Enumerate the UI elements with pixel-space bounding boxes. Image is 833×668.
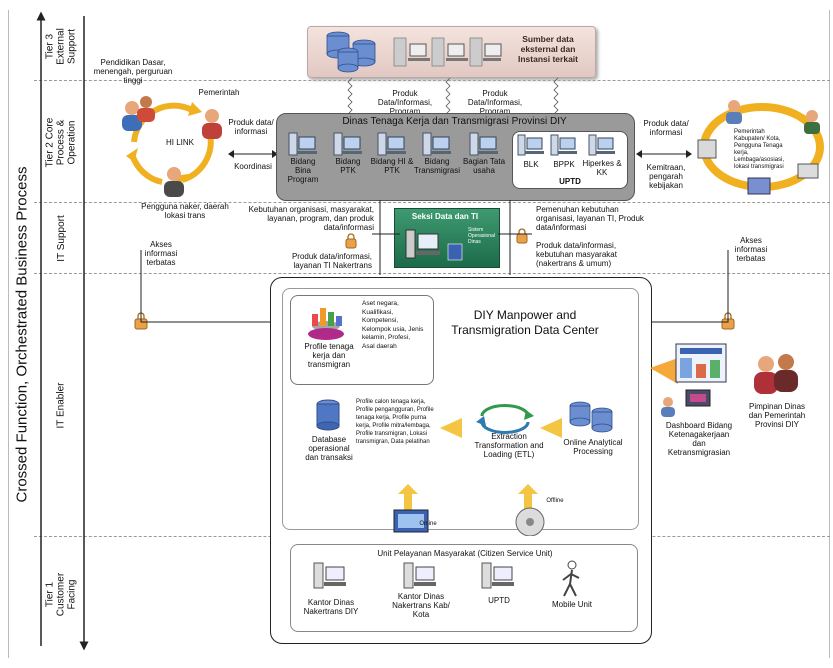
- service-unit-label: UPTD: [488, 596, 510, 605]
- datacenter-inner: [282, 288, 639, 530]
- outer-frame: [8, 10, 830, 658]
- right-produk-label: Produk data/ informasi: [643, 119, 689, 137]
- kemitraan-label: Kemitraan, pengarah kebijakan: [646, 163, 686, 190]
- right-akses-label: Akses informasi terbatas: [734, 236, 768, 263]
- computer-icon: [377, 132, 406, 156]
- right-link-arrow: [636, 150, 692, 158]
- external-servers-icon: [326, 31, 376, 73]
- computer-icon: [517, 134, 544, 156]
- external-computers-icon: [393, 37, 502, 67]
- pengguna-label: Pengguna naker, daerah lokasi trans: [141, 202, 229, 220]
- walking-person-icon: [562, 560, 580, 597]
- pemerintah-label: Pemerintah: [198, 88, 240, 97]
- offline-label: Offline: [546, 498, 564, 504]
- etl-flow-icon: [440, 404, 562, 438]
- pemenuhan-right: Pemenuhan kebutuhan organisasi, layanan …: [536, 205, 644, 232]
- profile-list: Aset negara, Kualifikasi, Kompetensi, Ke…: [362, 300, 424, 350]
- tier-separator: [34, 273, 830, 274]
- olap-label: Online Analytical Processing: [563, 438, 623, 456]
- db-label: Database operasional dan transaksi: [305, 435, 353, 462]
- computer-icon: [588, 134, 615, 156]
- online-label: Online: [419, 521, 437, 527]
- online-offline-icons: [393, 484, 545, 536]
- uptd-unit: BPPK: [548, 133, 580, 169]
- service-unit-label: Kantor Dinas Nakertrans DIY: [303, 598, 359, 616]
- service-unit-label: Kantor Dinas Nakertrans Kab/ Kota: [392, 592, 450, 619]
- partners-ring-icon: [697, 100, 824, 195]
- produk-top-left: Produk Data/Informasi, Program: [377, 89, 433, 116]
- service-box: [290, 544, 638, 632]
- computer-icon: [469, 132, 498, 156]
- external-label: Sumber data eksternal dan Instansi terka…: [518, 34, 578, 64]
- dinas-unit-label: Bidang HI & PTK: [370, 157, 414, 175]
- hilink-label: HI LINK: [165, 138, 194, 147]
- dashboard-label: Dashboard Bidang Ketenagakerjaan dan Ket…: [665, 421, 733, 457]
- hilink-cycle-icon: [122, 96, 222, 197]
- computer-icon: [288, 132, 317, 156]
- left-produk-label: Produk data/ informasi: [228, 118, 274, 136]
- database-icon: [316, 399, 340, 431]
- service-unit: Kantor Dinas Nakertrans DIY: [300, 560, 362, 616]
- uptd-unit-label: BLK: [523, 160, 539, 169]
- uptd-label: UPTD: [559, 177, 581, 186]
- db-list: Profile calon tenaga kerja, Profile peng…: [356, 399, 434, 445]
- datacenter-title: DIY Manpower and Transmigration Data Cen…: [451, 308, 599, 337]
- computer-icon: [550, 134, 577, 156]
- vertical-arrows: [36, 11, 89, 651]
- dinas-unit: Bidang Bina Program: [283, 131, 323, 191]
- olap-servers-icon: [569, 401, 613, 433]
- uptd-unit-label: BPPK: [553, 160, 575, 169]
- dashboard-icon: [650, 343, 727, 417]
- uptd-unit: Hiperkes & KK: [582, 133, 622, 177]
- seksi-title: Seksi Data dan TI: [411, 212, 479, 221]
- service-unit: Kantor Dinas Nakertrans Kab/ Kota: [386, 560, 456, 619]
- dinas-unit: Bagian Tata usaha: [461, 131, 507, 191]
- koordinasi-label: Koordinasi: [234, 162, 272, 171]
- profile-label: Profile tenaga kerja dan transmigran: [304, 342, 354, 369]
- pimpinan-label: Pimpinan Dinas dan Pemerintah Provinsi D…: [748, 402, 806, 429]
- kebutuhan-left: Kebutuhan organisasi, masyarakat, layana…: [248, 205, 374, 232]
- lock-icon: [516, 228, 528, 244]
- produk-left: Produk data/informasi, layanan TI Nakert…: [291, 252, 372, 270]
- profile-box: [290, 295, 434, 385]
- pendidikan-label: Pendidikan Dasar, menengah, perguruan ti…: [93, 58, 173, 85]
- dinas-unit: Bidang PTK: [328, 131, 368, 191]
- ring-label: Pemerintah Kabupaten/ Kota, Pengguna Ten…: [734, 129, 785, 170]
- service-unit-label: Mobile Unit: [551, 600, 592, 609]
- computer-icon: [313, 562, 346, 589]
- etl-label: Extraction Transformation and Loading (E…: [474, 432, 544, 459]
- dinas-title: Dinas Tenaga Kerja dan Transmigrasi Prov…: [342, 116, 567, 127]
- produk-top-right: Produk Data/Informasi, Program: [467, 89, 523, 116]
- produk-right: Produk data/informasi, kebutuhan masyara…: [536, 241, 617, 268]
- dinas-unit: Bidang HI & PTK: [370, 131, 414, 191]
- dinas-unit: Bidang Transmigrasi: [413, 131, 461, 191]
- profile-group-icon: [308, 308, 344, 340]
- tier-separator: [34, 80, 830, 81]
- lock-icon: [345, 233, 357, 249]
- service-title: Unit Pelayanan Masyarakat (Citizen Servi…: [377, 549, 553, 558]
- dinas-unit-label: Bidang Bina Program: [287, 157, 319, 184]
- dinas-unit-label: Bidang PTK: [335, 157, 361, 175]
- computer-icon: [403, 562, 436, 589]
- uptd-unit-label: Hiperkes & KK: [582, 159, 622, 177]
- tier-separator: [34, 202, 830, 203]
- computer-icon: [333, 132, 362, 156]
- left-link-arrow: [228, 150, 278, 158]
- computer-icon: [422, 132, 451, 156]
- uptd-unit: BLK: [515, 133, 547, 169]
- dinas-unit-label: Bidang Transmigrasi: [414, 157, 460, 175]
- service-unit: UPTD: [474, 560, 524, 605]
- computer-icon: [481, 562, 514, 589]
- seksi-sub: Sistem Operasional Dinas: [468, 227, 495, 245]
- seksi-computer-icon: [405, 229, 463, 261]
- left-akses-label: Akses informasi terbatas: [144, 240, 178, 267]
- dinas-unit-label: Bagian Tata usaha: [462, 157, 506, 175]
- service-unit: Mobile Unit: [544, 560, 600, 609]
- leaders-icon: [754, 354, 798, 394]
